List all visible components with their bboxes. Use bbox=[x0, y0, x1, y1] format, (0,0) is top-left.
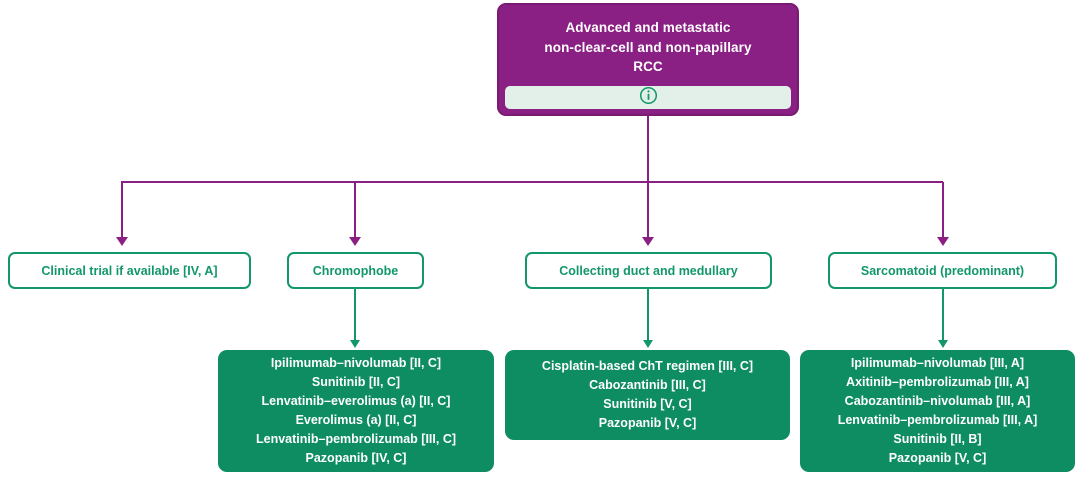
treatment-item: Lenvatinib–pembrolizumab [III, C] bbox=[255, 432, 457, 446]
treatment-item: Sunitinib [II, B] bbox=[893, 432, 982, 446]
branch-node-clinical-trial-label: Clinical trial if available [IV, A] bbox=[41, 263, 218, 278]
treatment-item: Pazopanib [V, C] bbox=[888, 451, 987, 465]
arrowhead-branch-3 bbox=[642, 237, 654, 246]
connector-green-sarcomatoid bbox=[942, 289, 944, 341]
branch-node-collecting-duct-label: Collecting duct and medullary bbox=[559, 263, 738, 278]
connector-green-collecting-duct bbox=[647, 289, 649, 341]
treatment-box-collecting-duct-and-medullary: Cisplatin-based ChT regimen [III, C] Cab… bbox=[505, 350, 790, 440]
treatment-item: Cabozantinib [III, C] bbox=[589, 378, 706, 392]
info-circle-icon[interactable] bbox=[639, 86, 658, 110]
treatment-item: Axitinib–pembrolizumab [III, A] bbox=[846, 375, 1029, 389]
branch-node-clinical-trial[interactable]: Clinical trial if available [IV, A] bbox=[8, 252, 251, 289]
treatment-item: Lenvatinib–pembrolizumab [III, A] bbox=[837, 413, 1038, 427]
root-node-title: Advanced and metastatic non-clear-cell a… bbox=[530, 5, 765, 86]
treatment-item: Cabozantinib–nivolumab [III, A] bbox=[844, 394, 1031, 408]
treatment-box-chromophobe: Ipilimumab–nivolumab [II, C] Sunitinib [… bbox=[218, 350, 494, 472]
root-info-strip[interactable] bbox=[505, 86, 791, 109]
root-title-line-1: Advanced and metastatic bbox=[565, 20, 731, 36]
treatment-item: Everolimus (a) [II, C] bbox=[295, 413, 417, 427]
treatment-item: Lenvatinib–everolimus (a) [II, C] bbox=[261, 394, 451, 408]
root-title-line-3: RCC bbox=[633, 59, 663, 75]
treatment-item: Pazopanib [V, C] bbox=[598, 416, 697, 430]
root-node-advanced-metastatic-rcc: Advanced and metastatic non-clear-cell a… bbox=[497, 3, 799, 116]
arrowhead-branch-4 bbox=[937, 237, 949, 246]
treatment-item: Pazopanib [IV, C] bbox=[305, 451, 407, 465]
arrowhead-green-sarcomatoid bbox=[938, 340, 948, 348]
connector-root-vertical bbox=[647, 116, 649, 183]
treatment-box-sarcomatoid: Ipilimumab–nivolumab [III, A] Axitinib–p… bbox=[800, 350, 1075, 472]
treatment-item: Ipilimumab–nivolumab [II, C] bbox=[270, 356, 442, 370]
arrowhead-branch-2 bbox=[349, 237, 361, 246]
connector-drop-branch-3 bbox=[647, 182, 649, 238]
treatment-item: Cisplatin-based ChT regimen [III, C] bbox=[541, 359, 754, 373]
treatment-item: Sunitinib [II, C] bbox=[311, 375, 401, 389]
branch-node-sarcomatoid-label: Sarcomatoid (predominant) bbox=[860, 263, 1025, 278]
connector-drop-branch-2 bbox=[354, 182, 356, 238]
treatment-item: Ipilimumab–nivolumab [III, A] bbox=[850, 356, 1025, 370]
connector-horizontal-bus bbox=[121, 181, 943, 183]
arrowhead-branch-1 bbox=[116, 237, 128, 246]
connector-drop-branch-4 bbox=[942, 182, 944, 238]
connector-drop-branch-1 bbox=[121, 182, 123, 238]
branch-node-collecting-duct-and-medullary[interactable]: Collecting duct and medullary bbox=[525, 252, 772, 289]
branch-node-sarcomatoid[interactable]: Sarcomatoid (predominant) bbox=[828, 252, 1057, 289]
branch-node-chromophobe[interactable]: Chromophobe bbox=[287, 252, 424, 289]
arrowhead-green-chromophobe bbox=[350, 340, 360, 348]
treatment-item: Sunitinib [V, C] bbox=[603, 397, 692, 411]
connector-green-chromophobe bbox=[354, 289, 356, 341]
branch-node-chromophobe-label: Chromophobe bbox=[312, 263, 399, 278]
arrowhead-green-collecting-duct bbox=[643, 340, 653, 348]
root-title-line-2: non-clear-cell and non-papillary bbox=[544, 39, 752, 55]
